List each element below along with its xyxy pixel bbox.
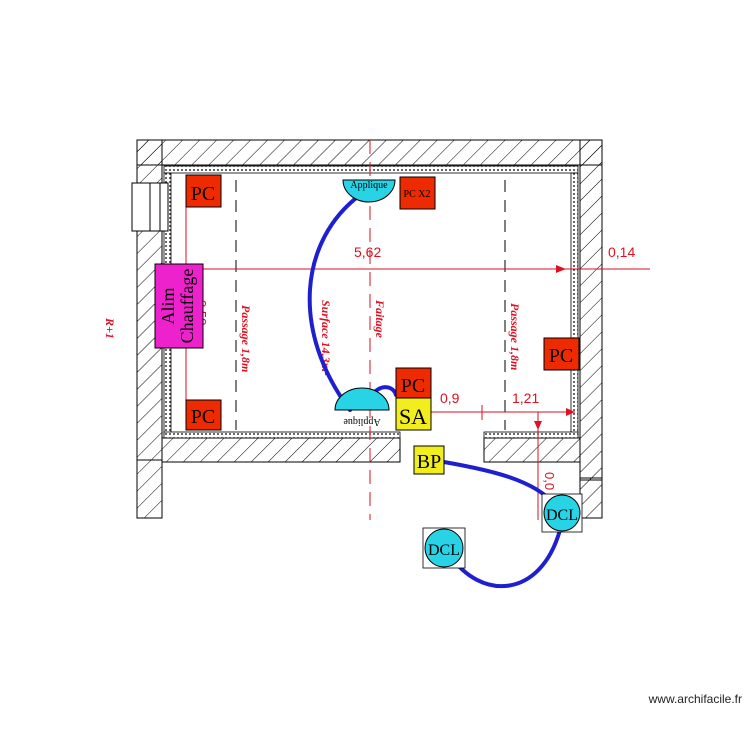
right-wall-dimension: 0,14 [608, 244, 635, 260]
outlet-bottom-left-label: PC [191, 406, 215, 428]
outlet-center[interactable]: PC [395, 367, 432, 401]
outlet-x2-label: PC X2 [404, 189, 431, 200]
width-dimension: 5,62 [354, 244, 381, 260]
applique-top[interactable]: Applique [342, 179, 396, 203]
switch-sa-label: SA [399, 404, 427, 429]
switch-sa[interactable]: SA [395, 397, 432, 431]
outlet-bottom-left[interactable]: PC [185, 399, 222, 431]
heating-supply-line2: Chauffage [177, 269, 197, 344]
heating-supply[interactable]: Alim Chauffage [154, 263, 204, 349]
applique-top-label: Applique [350, 180, 388, 191]
dashed-guides [235, 180, 506, 430]
opening-dimension: 0,9 [440, 390, 460, 406]
outlet-top-left[interactable]: PC [185, 174, 222, 208]
outlet-top-left-label: PC [191, 183, 215, 205]
passage-left-label: Passage 1,8m [239, 305, 253, 372]
surface-label: Surface 14,3m² [319, 300, 333, 376]
wall-bottom-right [483, 437, 581, 463]
dcl-right-label: DCL [546, 507, 578, 524]
push-button-bp-label: BP [417, 451, 441, 473]
window [131, 182, 169, 232]
heating-supply-line1: Alim [158, 287, 178, 324]
ridge-label: Faitage [373, 299, 387, 339]
passage-right-label: Passage 1,8m [508, 303, 522, 370]
outlet-right-label: PC [549, 345, 573, 367]
wall-right [579, 139, 603, 481]
wire-applique-to-applique [307, 193, 362, 412]
wall-bottom-left [161, 437, 401, 463]
wire-dcl-to-dcl [448, 528, 562, 589]
dcl-left-label: DCL [428, 542, 460, 559]
applique-bottom-label: Applique [343, 416, 381, 427]
wall-right-lower [579, 477, 603, 519]
outlet-x2[interactable]: PC X2 [399, 176, 436, 210]
push-button-bp[interactable]: BP [413, 445, 445, 475]
level-label: R+1 [103, 317, 117, 339]
watermark: www.archifacile.fr [648, 692, 742, 706]
applique-bottom[interactable]: Applique [334, 387, 390, 427]
segment-dimension: 1,21 [512, 390, 539, 406]
wall-left-lower [136, 459, 163, 519]
outlet-right[interactable]: PC [543, 337, 580, 371]
dimension-arrows [534, 265, 575, 430]
outlet-center-label: PC [401, 375, 425, 397]
dcl-left[interactable]: DCL [422, 527, 466, 569]
small-dimension: 0,0 [542, 472, 557, 490]
dcl-right[interactable]: DCL [541, 493, 583, 533]
